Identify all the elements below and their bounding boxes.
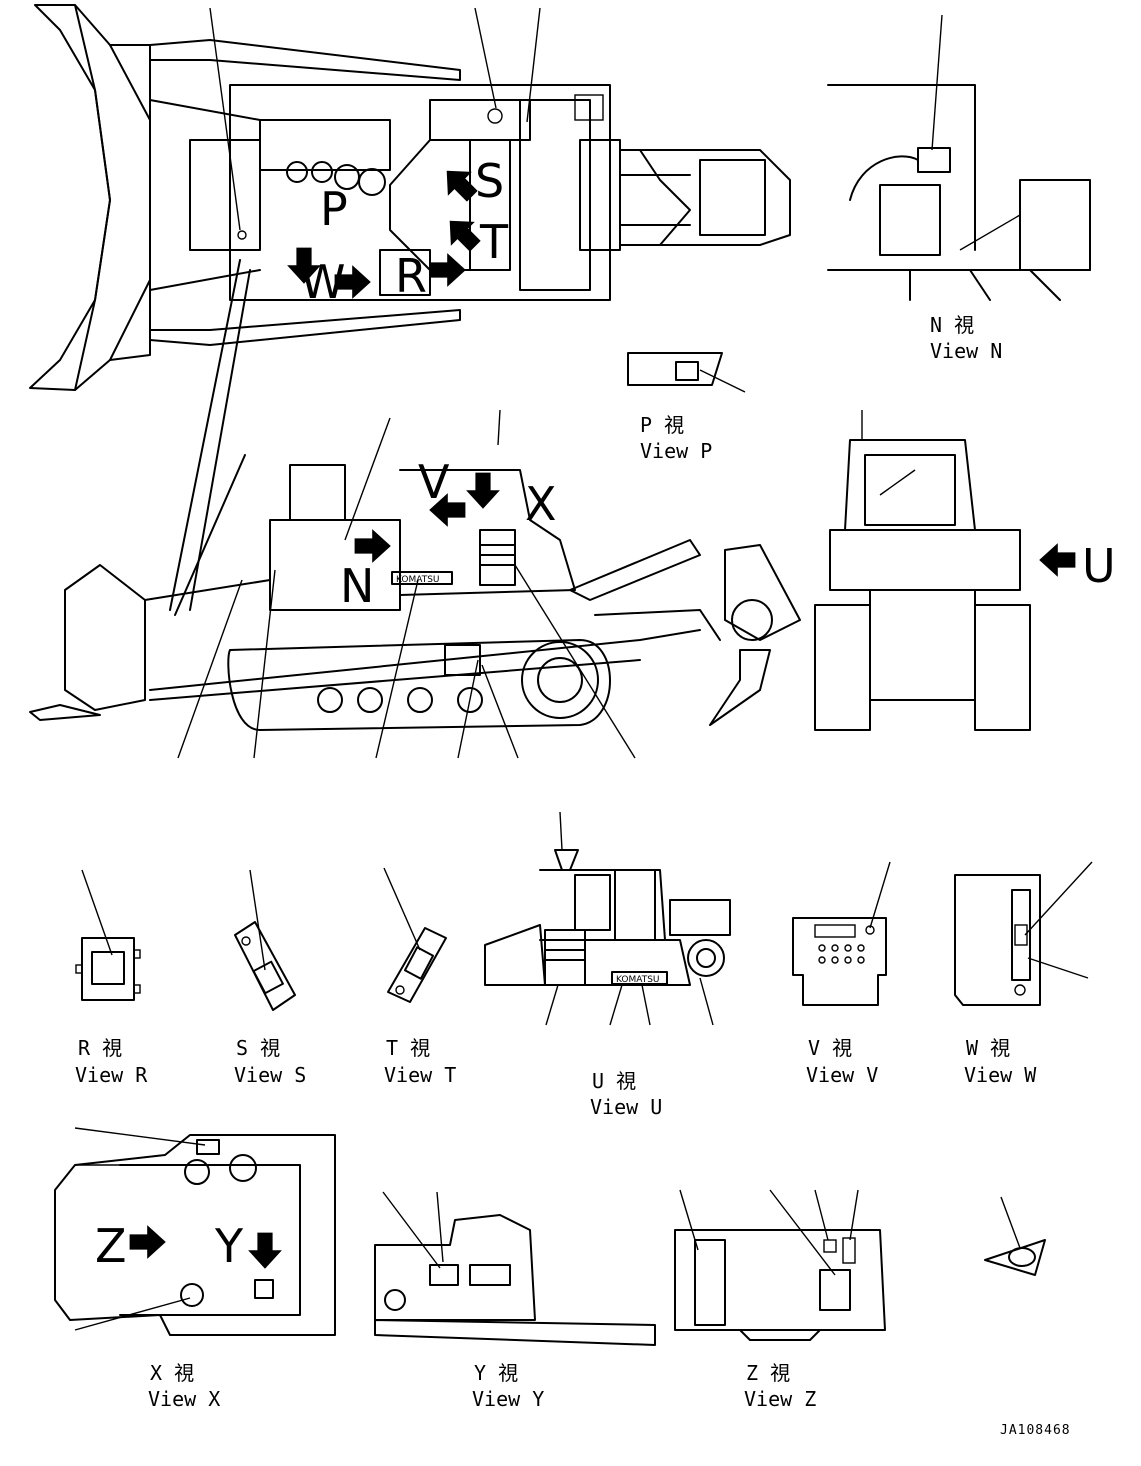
- view-n-label-jp: N 視: [930, 313, 974, 337]
- top-view-machine: [29, 4, 791, 391]
- callout-p: P: [320, 182, 348, 236]
- view-z-label-en: View Z: [744, 1387, 816, 1411]
- view-v-drawing: [792, 861, 891, 1006]
- view-u-label-en: View U: [590, 1095, 662, 1119]
- view-p-label-en: View P: [640, 439, 712, 463]
- callouts-rear: U: [1039, 539, 1116, 593]
- view-p-label-jp: P 視: [640, 413, 684, 437]
- view-n-drawing: [827, 14, 1091, 301]
- detail-triangle-decal: [984, 1196, 1046, 1276]
- callout-y: Y: [214, 1219, 244, 1273]
- rear-view-machine: [814, 410, 1031, 731]
- callout-z: Z: [95, 1219, 127, 1273]
- callout-s: S: [475, 154, 504, 208]
- view-t-drawing: [383, 867, 447, 1003]
- view-z-drawing: [674, 1189, 886, 1341]
- callout-r: R: [395, 249, 427, 303]
- document-id: JA108468: [1000, 1423, 1071, 1438]
- view-y-drawing: [374, 1191, 656, 1346]
- leader-lines-side: [177, 409, 636, 759]
- callout-n: N: [340, 559, 374, 613]
- logo-view-u: KOMATSU: [616, 975, 660, 985]
- view-t-label-jp: T 視: [386, 1036, 430, 1060]
- view-r-drawing: [75, 869, 141, 1001]
- callout-x: X: [525, 477, 557, 531]
- callouts-top: P W R S T: [287, 154, 509, 309]
- callouts-x: Z Y: [95, 1219, 282, 1273]
- view-z-label-jp: Z 視: [746, 1361, 790, 1385]
- view-x-label-jp: X 視: [150, 1361, 194, 1385]
- view-w-label-en: View W: [964, 1063, 1037, 1087]
- view-v-label-jp: V 視: [808, 1036, 852, 1060]
- view-t-label-en: View T: [384, 1063, 456, 1087]
- view-s-label-en: View S: [234, 1063, 306, 1087]
- view-n-label-en: View N: [930, 339, 1002, 363]
- callout-t: T: [479, 215, 509, 269]
- view-w-drawing: [954, 861, 1093, 1006]
- view-s-drawing: [234, 869, 296, 1011]
- view-p-drawing: [627, 352, 746, 393]
- callout-u: U: [1082, 539, 1116, 593]
- view-x-label-en: View X: [148, 1387, 220, 1411]
- view-v-label-en: View V: [806, 1063, 878, 1087]
- callouts-side: N V X: [340, 455, 557, 613]
- view-x-drawing: [54, 1127, 336, 1336]
- view-r-label-en: View R: [75, 1063, 148, 1087]
- view-u-drawing: KOMATSU: [484, 811, 731, 1026]
- view-y-label-en: View Y: [472, 1387, 544, 1411]
- callout-w: W: [300, 255, 345, 309]
- view-y-label-jp: Y 視: [474, 1361, 518, 1385]
- view-s-label-jp: S 視: [236, 1036, 280, 1060]
- view-w-label-jp: W 視: [966, 1036, 1010, 1060]
- callout-v: V: [418, 455, 450, 509]
- leader-lines-top: [209, 7, 541, 231]
- view-r-label-jp: R 視: [78, 1036, 122, 1060]
- view-u-label-jp: U 視: [592, 1069, 636, 1093]
- side-view-machine: KOMATSU: [29, 259, 801, 731]
